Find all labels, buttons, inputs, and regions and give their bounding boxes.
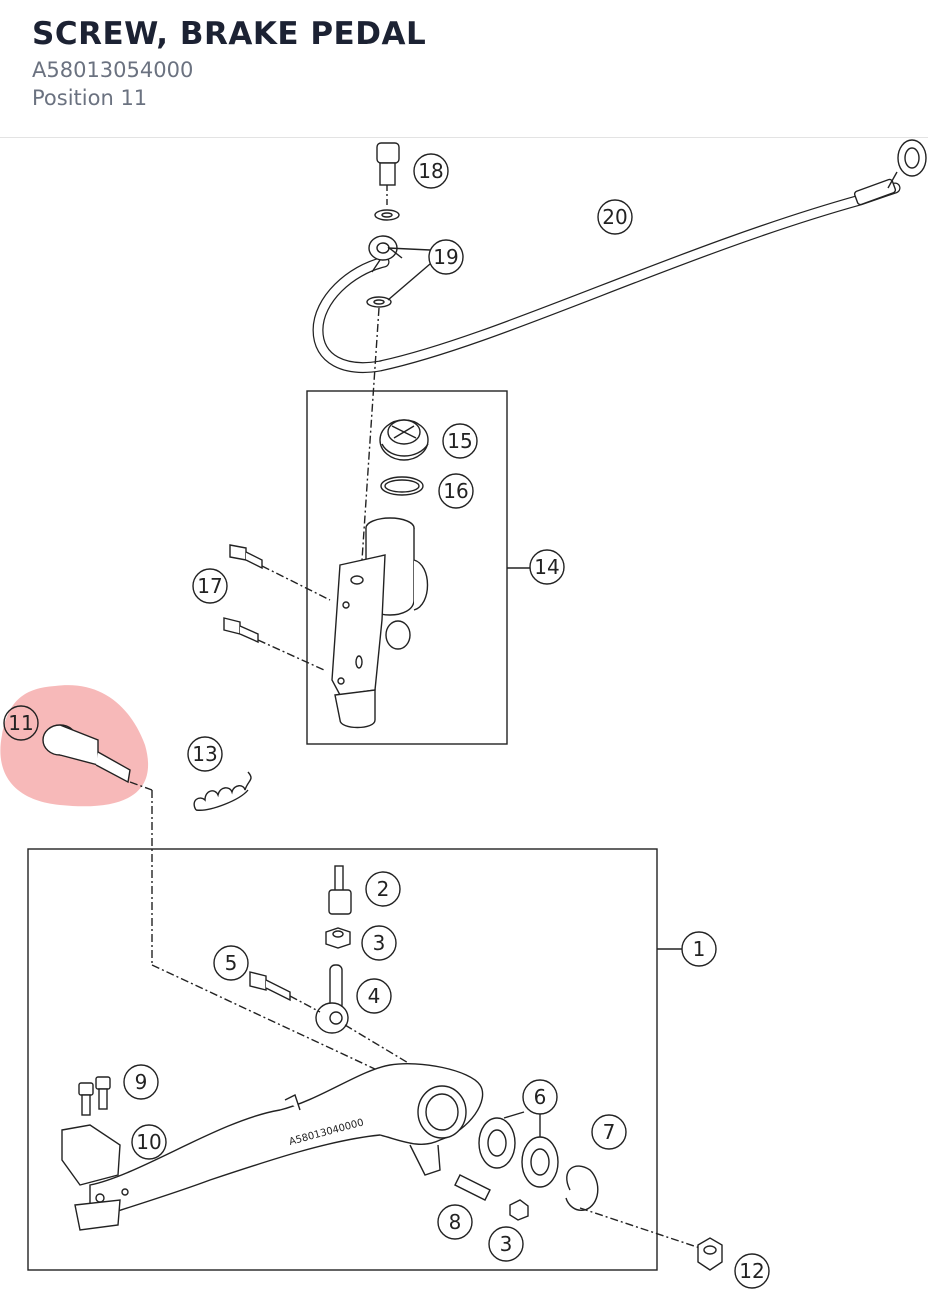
banjo-bolt <box>361 142 400 561</box>
adjuster-bolt <box>328 865 352 915</box>
o-ring <box>380 476 424 496</box>
part-header: SCREW, BRAKE PEDAL A58013054000 Position… <box>0 0 928 138</box>
callout-17: 17 <box>197 574 222 598</box>
callout-20: 20 <box>602 205 627 229</box>
lower-nut <box>509 1199 529 1221</box>
callouts <box>3 153 770 1289</box>
callout-8: 8 <box>449 1210 462 1234</box>
callout-6: 6 <box>534 1085 547 1109</box>
mounting-bolts <box>223 544 331 671</box>
part-position: Position 11 <box>32 86 148 110</box>
callout-13: 13 <box>192 742 217 766</box>
callout-16: 16 <box>443 479 468 503</box>
exploded-diagram: A58013040000 <box>0 138 928 1290</box>
callout-2: 2 <box>377 877 390 901</box>
pivot-bolt <box>249 971 291 1002</box>
return-spring <box>193 771 252 811</box>
step-bolts <box>78 1076 111 1116</box>
callout-12: 12 <box>739 1259 764 1283</box>
callout-18: 18 <box>418 159 443 183</box>
pedal-assembly-frame <box>27 848 658 1271</box>
callout-5: 5 <box>225 951 238 975</box>
brake-pedal-screw <box>42 724 131 784</box>
callout-19: 19 <box>433 245 458 269</box>
callout-3-lower: 3 <box>500 1232 513 1256</box>
nut <box>325 927 351 949</box>
part-number: A58013054000 <box>32 58 194 82</box>
callout-3: 3 <box>373 931 386 955</box>
callout-4: 4 <box>368 984 381 1008</box>
rod-end <box>315 964 349 1034</box>
brake-hose <box>312 139 927 373</box>
callout-7: 7 <box>603 1120 616 1144</box>
circlip <box>565 1165 599 1212</box>
reservoir-cap <box>379 419 429 461</box>
diagram-svg: A58013040000 <box>0 139 927 1289</box>
pin <box>454 1174 491 1201</box>
callout-9: 9 <box>135 1070 148 1094</box>
callout-1: 1 <box>693 937 706 961</box>
callout-15: 15 <box>447 429 472 453</box>
flange-nut <box>697 1237 723 1271</box>
callout-11[interactable]: 11 <box>8 711 33 735</box>
callout-14: 14 <box>534 555 559 579</box>
part-title: SCREW, BRAKE PEDAL <box>32 16 427 52</box>
brake-pedal <box>61 1063 484 1231</box>
master-cylinder <box>331 517 429 729</box>
callout-10: 10 <box>136 1130 161 1154</box>
bearings <box>478 1117 559 1188</box>
